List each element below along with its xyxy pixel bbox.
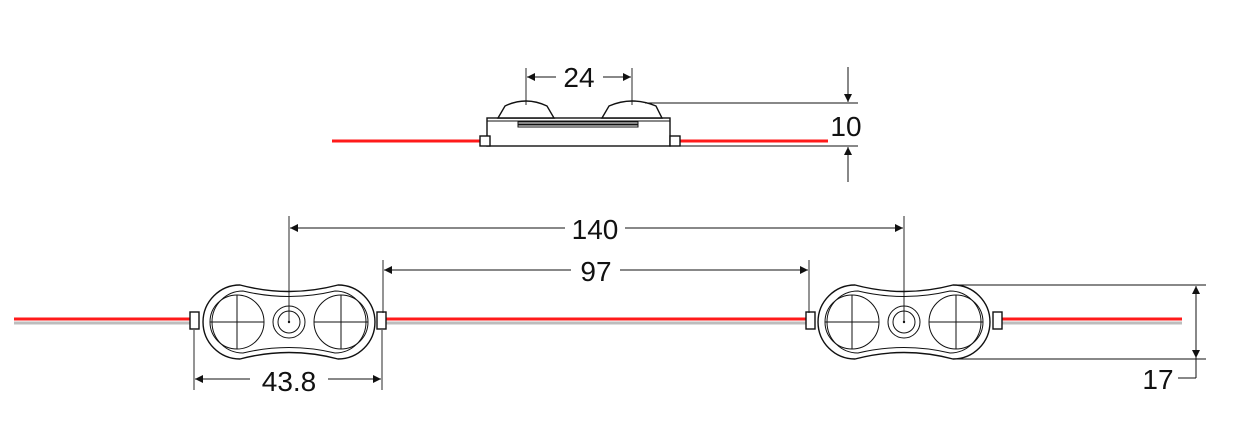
side-view: 24 10 — [332, 62, 862, 182]
lens-right-1 — [313, 294, 369, 350]
dim-height: 10 — [830, 111, 861, 142]
side-lens-left — [496, 100, 556, 119]
lens-left-2 — [824, 294, 880, 350]
side-cable-clip-right — [669, 135, 681, 147]
dim-lens-spacing: 24 — [563, 62, 594, 93]
led-module-1 — [189, 284, 387, 360]
lens-right-2 — [928, 294, 984, 350]
side-cable-clip-left — [479, 135, 491, 147]
dim-module-width: 17 — [1142, 364, 1173, 395]
dim-wire-length: 97 — [580, 256, 611, 287]
side-lens-right — [600, 100, 664, 119]
lens-left-1 — [209, 294, 265, 350]
dim-module-length: 43.8 — [262, 366, 317, 397]
dim-pitch: 140 — [572, 214, 619, 245]
top-view: 140 97 43.8 17 — [14, 214, 1206, 397]
wire-segments — [14, 317, 1182, 325]
